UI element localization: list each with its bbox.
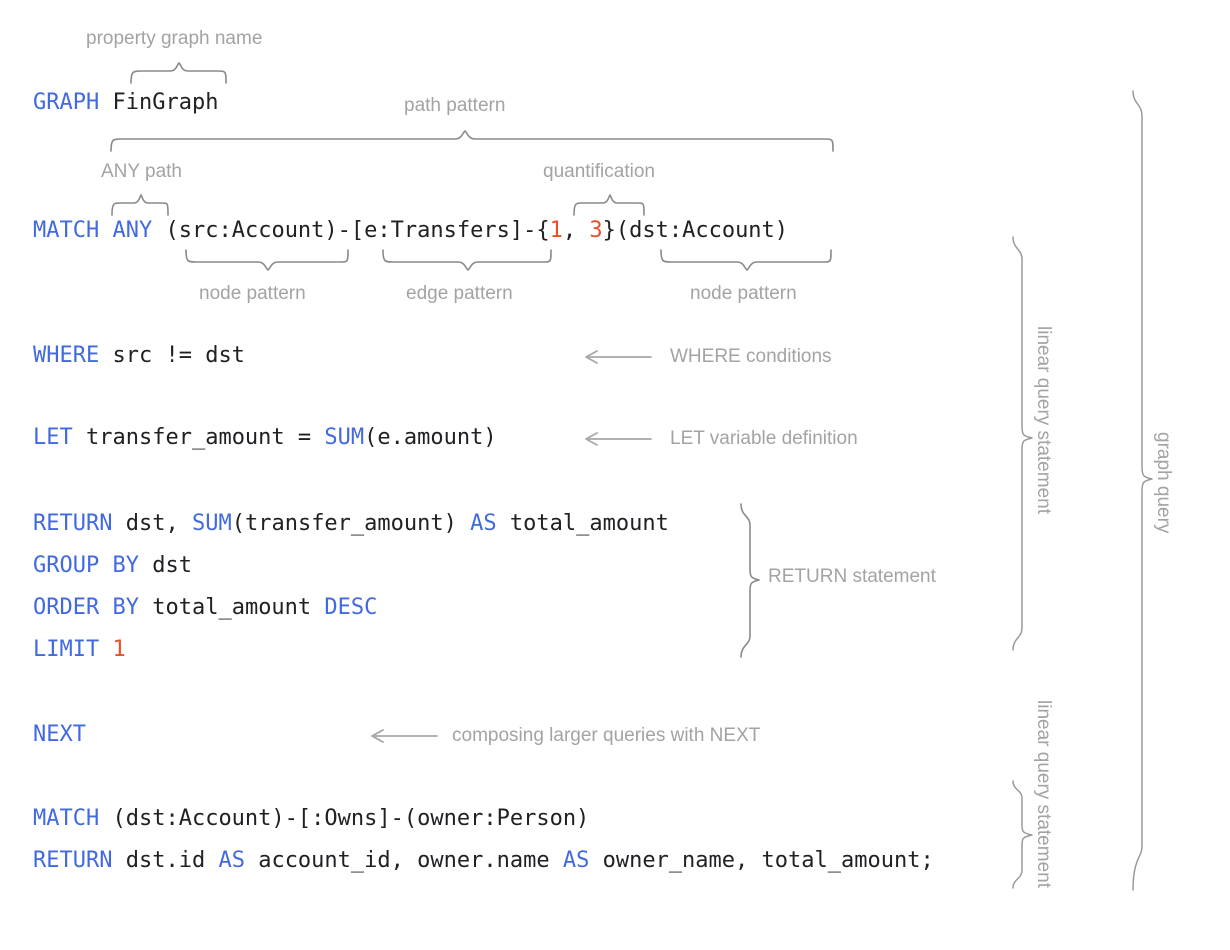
order-by-key: total_amount bbox=[138, 595, 325, 620]
keyword-return: RETURN bbox=[33, 848, 113, 873]
code-line-limit: LIMIT 1 bbox=[33, 639, 126, 661]
label-edge-pattern: edge pattern bbox=[406, 283, 513, 304]
keyword-as: AS bbox=[562, 848, 590, 873]
keyword-as: AS bbox=[218, 848, 245, 873]
arrow-let-variable-definition bbox=[583, 429, 655, 449]
quantifier-close-brace: } bbox=[602, 218, 616, 243]
keyword-graph: GRAPH bbox=[33, 90, 100, 115]
function-sum: SUM bbox=[324, 425, 365, 450]
code-line-order-by: ORDER BY total_amount DESC bbox=[33, 597, 377, 619]
code-line-graph: GRAPH FinGraph bbox=[33, 92, 218, 114]
keyword-desc: DESC bbox=[324, 595, 378, 620]
arrow-where-conditions bbox=[583, 347, 655, 367]
keyword-order: ORDER bbox=[33, 595, 100, 620]
return-2-expr-1: dst.id bbox=[112, 848, 219, 873]
brace-node-pattern-left bbox=[185, 249, 353, 271]
brace-return-statement bbox=[738, 503, 762, 659]
where-expression: src != dst bbox=[99, 343, 245, 368]
quantifier-separator: , bbox=[562, 218, 590, 243]
return-2-expr-2: account_id, owner.name bbox=[244, 848, 563, 873]
node-pattern-dst: (dst:Account) bbox=[615, 218, 789, 243]
group-by-key: dst bbox=[138, 553, 192, 578]
keyword-by: BY bbox=[112, 553, 139, 578]
brace-graph-query bbox=[1130, 90, 1156, 892]
return-projection-1: dst, bbox=[112, 511, 192, 536]
label-linear-query-statement-1: linear query statement bbox=[1033, 326, 1054, 514]
label-property-graph-name: property graph name bbox=[86, 28, 263, 49]
keyword-limit: LIMIT bbox=[33, 637, 100, 662]
keyword-let: LET bbox=[33, 425, 73, 450]
brace-node-pattern-right bbox=[660, 249, 838, 271]
code-line-next: NEXT bbox=[33, 724, 86, 746]
keyword-match: MATCH bbox=[33, 218, 100, 243]
label-where-conditions: WHERE conditions bbox=[670, 346, 832, 367]
label-path-pattern: path pattern bbox=[404, 95, 506, 116]
keyword-group: GROUP bbox=[33, 553, 100, 578]
keyword-next: NEXT bbox=[33, 722, 86, 747]
edge-pattern: [e:Transfers] bbox=[350, 218, 524, 243]
code-line-return-2: RETURN dst.id AS account_id, owner.name … bbox=[33, 850, 934, 872]
return-2-expr-3: owner_name, total_amount; bbox=[589, 848, 934, 873]
code-line-let: LET transfer_amount = SUM(e.amount) bbox=[33, 427, 497, 449]
brace-property-graph-name bbox=[130, 62, 230, 84]
code-line-match: MATCH ANY (src:Account)-[e:Transfers]-{1… bbox=[33, 220, 788, 242]
graph-name-value: FinGraph bbox=[99, 90, 219, 115]
dash-left: - bbox=[337, 218, 351, 243]
keyword-any: ANY bbox=[112, 218, 153, 243]
keyword-as: AS bbox=[470, 511, 497, 536]
label-any-path: ANY path bbox=[101, 161, 182, 182]
brace-linear-query-statement-1 bbox=[1010, 236, 1036, 652]
dash-right: - bbox=[523, 218, 537, 243]
return-function-args: (transfer_amount) bbox=[231, 511, 471, 536]
label-node-pattern-left: node pattern bbox=[199, 283, 306, 304]
label-graph-query: graph query bbox=[1153, 432, 1174, 534]
match-2-pattern: (dst:Account)-[:Owns]-(owner:Person) bbox=[99, 806, 590, 831]
let-function-args: (e.amount) bbox=[364, 425, 497, 450]
brace-linear-query-statement-2 bbox=[1010, 780, 1036, 890]
code-line-return-1: RETURN dst, SUM(transfer_amount) AS tota… bbox=[33, 513, 669, 535]
brace-path-pattern bbox=[110, 130, 838, 152]
code-line-where: WHERE src != dst bbox=[33, 345, 245, 367]
label-linear-query-statement-2: linear query statement bbox=[1033, 700, 1054, 888]
node-pattern-src: (src:Account) bbox=[165, 218, 338, 243]
label-let-variable-definition: LET variable definition bbox=[670, 428, 858, 449]
label-composing-with-next: composing larger queries with NEXT bbox=[452, 725, 761, 746]
code-line-group-by: GROUP BY dst bbox=[33, 555, 192, 577]
code-line-match-2: MATCH (dst:Account)-[:Owns]-(owner:Perso… bbox=[33, 808, 589, 830]
keyword-by: BY bbox=[112, 595, 139, 620]
label-node-pattern-right: node pattern bbox=[690, 283, 797, 304]
brace-edge-pattern bbox=[382, 249, 558, 271]
brace-quantification bbox=[573, 194, 649, 216]
keyword-where: WHERE bbox=[33, 343, 100, 368]
label-quantification: quantification bbox=[543, 161, 655, 182]
keyword-return: RETURN bbox=[33, 511, 113, 536]
quantifier-max: 3 bbox=[589, 218, 603, 243]
return-alias: total_amount bbox=[496, 511, 669, 536]
limit-value: 1 bbox=[112, 637, 126, 662]
function-sum: SUM bbox=[191, 511, 232, 536]
quantifier-open-brace: { bbox=[536, 218, 550, 243]
keyword-match: MATCH bbox=[33, 806, 100, 831]
arrow-composing-with-next bbox=[369, 726, 441, 746]
brace-any-path bbox=[111, 194, 173, 216]
quantifier-min: 1 bbox=[549, 218, 563, 243]
let-variable-name: transfer_amount = bbox=[72, 425, 325, 450]
label-return-statement: RETURN statement bbox=[768, 566, 936, 587]
